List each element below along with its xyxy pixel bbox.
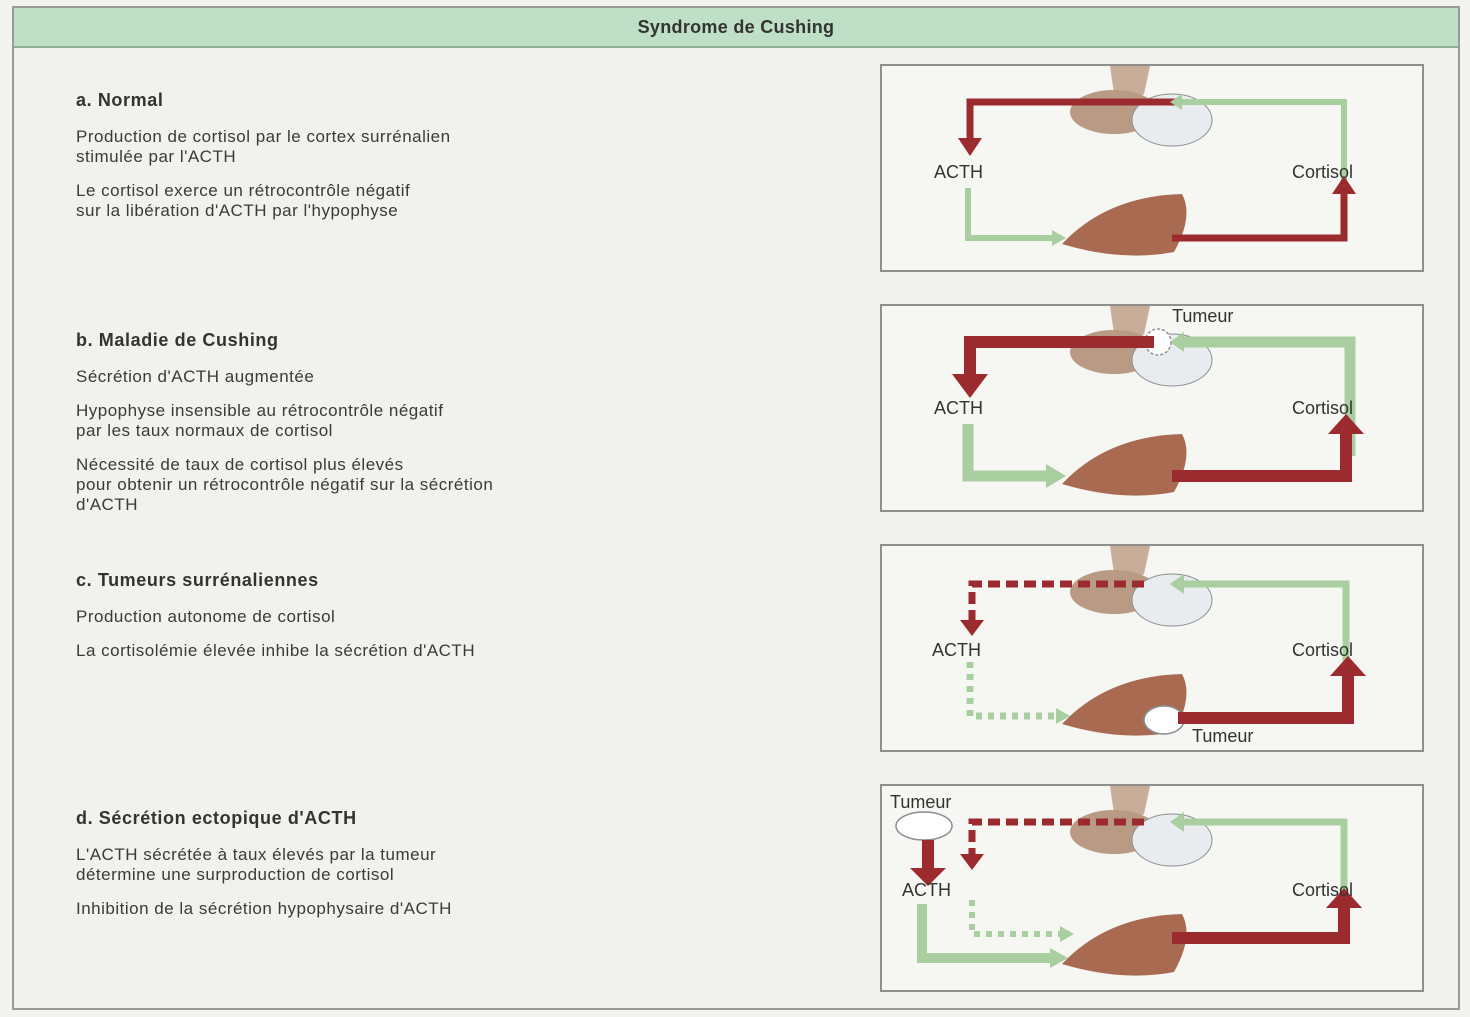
cortisol-red-arrow (1172, 432, 1346, 476)
diagram-panel-normal: ACTH Cortisol (880, 64, 1424, 272)
section-text: Inhibition de la sécrétion hypophysaire … (76, 899, 836, 919)
ectopic-tumor (896, 812, 952, 840)
figure-page: Syndrome de Cushing a. Normal Production… (12, 6, 1460, 1010)
diagram-panel-ectopic-acth: Tumeur ACTH Cortisol (880, 784, 1424, 992)
acth-label: ACTH (934, 398, 983, 418)
section-title: c. Tumeurs surrénaliennes (76, 570, 836, 591)
section-title: b. Maladie de Cushing (76, 330, 836, 351)
tumor-label: Tumeur (890, 792, 951, 812)
figure-title: Syndrome de Cushing (638, 17, 835, 38)
adrenal-gland (1062, 914, 1187, 976)
adrenal-gland (1062, 434, 1187, 496)
section-text: Production de cortisol par le cortex sur… (76, 127, 836, 167)
section-text: Hypophyse insensible au rétrocontrôle né… (76, 401, 836, 441)
section-normal: a. Normal Production de cortisol par le … (76, 90, 836, 235)
acth-label: ACTH (902, 880, 951, 900)
cortisol-label: Cortisol (1292, 398, 1353, 418)
diagram-panel-adrenal-tumors: ACTH Cortisol Tumeur (880, 544, 1424, 752)
section-text: Production autonome de cortisol (76, 607, 836, 627)
acth-stimulation-green-arrow (968, 424, 1048, 476)
cortisol-red-arrow (1172, 906, 1344, 938)
cortisol-label: Cortisol (1292, 162, 1353, 182)
section-adrenal-tumors: c. Tumeurs surrénaliennes Production aut… (76, 570, 836, 675)
section-text: Sécrétion d'ACTH augmentée (76, 367, 836, 387)
acth-label: ACTH (932, 640, 981, 660)
acth-stimulation-green-arrow (968, 188, 1054, 238)
section-title: d. Sécrétion ectopique d'ACTH (76, 808, 836, 829)
section-title: a. Normal (76, 90, 836, 111)
cortisol-label: Cortisol (1292, 640, 1353, 660)
section-cushing-disease: b. Maladie de Cushing Sécrétion d'ACTH a… (76, 330, 836, 529)
section-ectopic-acth: d. Sécrétion ectopique d'ACTH L'ACTH séc… (76, 808, 836, 933)
section-text: L'ACTH sécrétée à taux élevés par la tum… (76, 845, 836, 885)
cortisol-red-arrow (1172, 192, 1344, 238)
diagram-panel-cushing-disease: Tumeur ACTH Cortisol (880, 304, 1424, 512)
tumor-label: Tumeur (1172, 306, 1233, 326)
arrowhead (1046, 464, 1066, 488)
arrowhead (952, 374, 988, 398)
arrowhead (958, 138, 982, 156)
section-text: La cortisolémie élevée inhibe la sécréti… (76, 641, 836, 661)
acth-stimulation-dashed-arrow (970, 662, 1058, 716)
acth-stimulation-dashed-arrow (972, 900, 1062, 934)
arrowhead (960, 854, 984, 870)
section-text: Nécessité de taux de cortisol plus élevé… (76, 455, 836, 515)
section-text: Le cortisol exerce un rétrocontrôle néga… (76, 181, 836, 221)
acth-label: ACTH (934, 162, 983, 182)
arrowhead (1060, 926, 1074, 942)
figure-header: Syndrome de Cushing (14, 8, 1458, 48)
tumor-label: Tumeur (1192, 726, 1253, 746)
cortisol-red-arrow (1178, 674, 1348, 718)
cortisol-label: Cortisol (1292, 880, 1353, 900)
arrowhead (1050, 948, 1068, 968)
arrowhead (960, 620, 984, 636)
adrenal-gland (1062, 194, 1187, 256)
